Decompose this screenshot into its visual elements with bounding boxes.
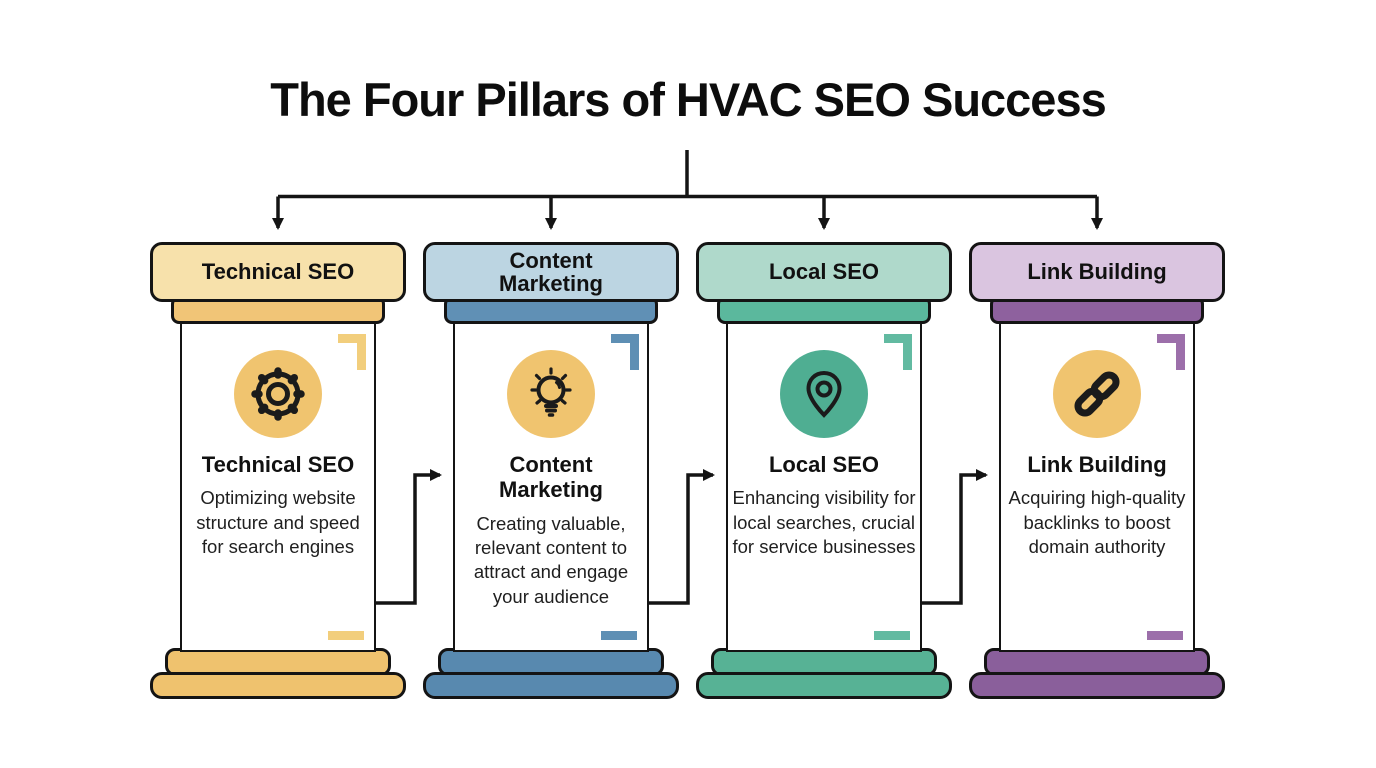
pillar-description: Creating valuable, relevant content to a… xyxy=(473,512,629,607)
dash-accent xyxy=(1147,631,1183,640)
pillar-capital: Local SEO xyxy=(696,242,952,302)
icon-circle xyxy=(780,350,868,438)
pillar-header-label: Technical SEO xyxy=(201,259,355,285)
dash-accent xyxy=(328,631,364,640)
pillar-name: Local SEO xyxy=(768,452,880,477)
flow-arrow-3-4 xyxy=(922,469,988,605)
corner-accent xyxy=(338,334,366,370)
dash-accent xyxy=(874,631,910,640)
location-pin-icon xyxy=(806,370,842,418)
corner-accent xyxy=(1157,334,1185,370)
pillar-link-building: Link Building Link Building Acquiring hi… xyxy=(969,242,1225,700)
pillar-content-marketing: Content Marketing Content Mar xyxy=(423,242,679,700)
gear-icon xyxy=(251,367,305,421)
chain-link-icon xyxy=(1074,371,1120,417)
pillar-local-seo: Local SEO Local SEO Enhancing visibility… xyxy=(696,242,952,700)
flow-arrow-1-2 xyxy=(376,469,442,605)
icon-circle xyxy=(234,350,322,438)
pillar-base xyxy=(969,672,1225,699)
pillar-body: Local SEO Enhancing visibility for local… xyxy=(726,322,922,652)
pillar-name: Technical SEO xyxy=(201,452,355,477)
flow-arrow-2-3 xyxy=(649,469,715,605)
pillar-description: Optimizing website structure and speed f… xyxy=(196,487,360,558)
pillar-body: Content Marketing Creating valuable, rel… xyxy=(453,322,649,652)
pillar-description: Enhancing visibility for local searches,… xyxy=(732,487,916,558)
pillar-base xyxy=(150,672,406,699)
corner-accent xyxy=(884,334,912,370)
pillar-body: Link Building Acquiring high-quality bac… xyxy=(999,322,1195,652)
page-title: The Four Pillars of HVAC SEO Success xyxy=(270,73,1106,126)
pillar-capital: Link Building xyxy=(969,242,1225,302)
pillar-name: Content Marketing xyxy=(499,452,603,503)
corner-accent xyxy=(611,334,639,370)
pillar-capital: Content Marketing xyxy=(423,242,679,302)
lightbulb-icon xyxy=(530,367,572,417)
pillar-header-label: Local SEO xyxy=(768,259,880,285)
pillar-base xyxy=(423,672,679,699)
pillar-header-label: Content Marketing xyxy=(499,247,603,296)
pillar-header-label: Link Building xyxy=(1027,259,1167,285)
dash-accent xyxy=(601,631,637,640)
pillar-name: Link Building xyxy=(1027,452,1167,477)
pillar-technical-seo: Technical SEO Technical SEO Optimizing w… xyxy=(150,242,406,700)
pillar-body: Technical SEO Optimizing website structu… xyxy=(180,322,376,652)
icon-circle xyxy=(1053,350,1141,438)
icon-circle xyxy=(507,350,595,438)
pillar-base xyxy=(696,672,952,699)
pillar-description: Acquiring high-quality backlinks to boos… xyxy=(1008,487,1186,558)
pillar-capital: Technical SEO xyxy=(150,242,406,302)
